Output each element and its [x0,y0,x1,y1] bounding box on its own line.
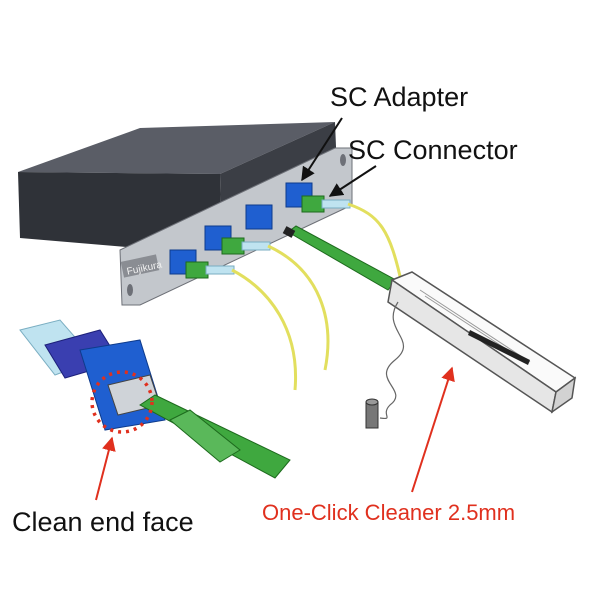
chassis-top [18,122,335,174]
fiber-boot [241,241,271,251]
bracket-hole [127,284,133,296]
label-sc-connector: SC Connector [348,135,518,165]
label-one-click-cleaner: One-Click Cleaner 2.5mm [262,500,516,525]
arrow-icon [95,436,116,501]
cleaner-text-line [419,289,531,363]
fiber-cable [231,268,298,391]
arrow-icon [411,366,455,493]
cleaner-cap [365,401,379,429]
sc-adapter [245,204,273,230]
one-click-cleaner [387,271,577,414]
sc-connector [221,237,245,255]
cleaner-end [550,376,577,414]
label-clean-end-face: Clean end face [12,507,194,537]
callout-arrows [95,117,455,501]
arrow-icon [301,117,343,182]
brand-plate [120,254,160,278]
cleaner-ferrule [282,226,296,238]
closeup-inset [19,319,291,479]
cleaner-side [387,278,557,414]
fiber-cable [347,202,404,286]
fiber-cable [267,244,330,371]
closeup-cleaner-sleeve [169,409,241,463]
arrow-icon [328,165,377,197]
sc-connector [301,195,325,213]
dotted-circle-icon [90,370,154,434]
fiber-boot [205,265,235,275]
sc-adapters [169,182,313,275]
cleaner-slider-arrow [468,330,530,365]
fiber-boot [321,199,351,209]
label-sc-adapter: SC Adapter [330,82,469,112]
fiber-cables [231,202,404,391]
sc-connector [185,261,209,279]
cleaner-cap-top [365,398,379,406]
cleaner-lanyard [365,301,405,429]
bracket-hole [340,154,346,166]
cleaner-tip [282,225,397,291]
